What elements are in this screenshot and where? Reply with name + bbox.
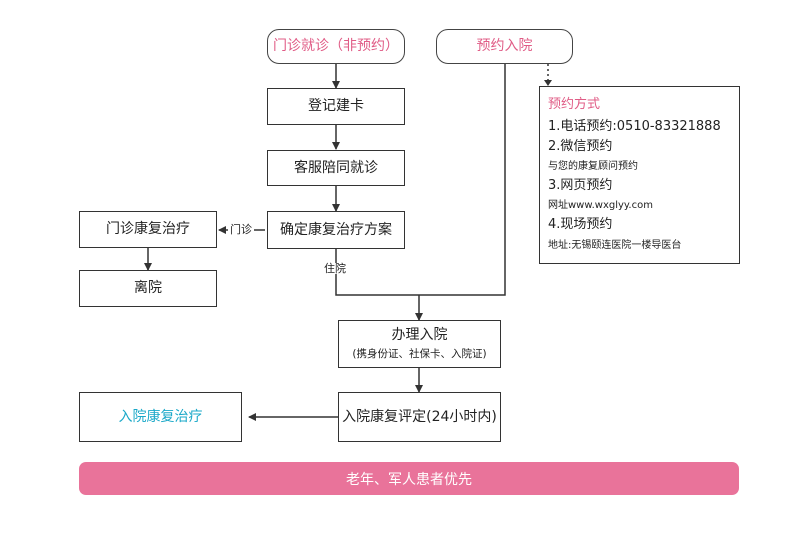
phone-appointment: 1.电话预约:0510-83321888 <box>548 119 721 134</box>
admission-assessment-node: 入院康复评定(24小时内) <box>338 392 501 442</box>
outpatient-edge-label: 门诊 <box>228 223 254 236</box>
determine-plan-node: 确定康复治疗方案 <box>267 211 405 249</box>
admission-documents-note: (携身份证、社保卡、入院证) <box>352 348 487 361</box>
admission-procedure-node: 办理入院 (携身份证、社保卡、入院证) <box>338 320 501 368</box>
web-appointment-note: 网址www.wxglyy.com <box>548 200 653 212</box>
line-plan-to-admission <box>335 249 419 296</box>
priority-banner: 老年、军人患者优先 <box>79 462 739 495</box>
inpatient-edge-label: 住院 <box>322 262 348 275</box>
discharge-node: 离院 <box>79 270 217 307</box>
wechat-appointment: 2.微信预约 <box>548 139 613 155</box>
line-appointment-to-admission <box>419 64 506 296</box>
escort-visit-node: 客服陪同就诊 <box>267 150 405 186</box>
appointment-methods-panel: 预约方式 1.电话预约:0510-83321888 2.微信预约 与您的康复顾问… <box>539 86 740 264</box>
register-card-node: 登记建卡 <box>267 88 405 125</box>
dotted-link-arrowhead <box>544 80 552 86</box>
appointment-methods-title: 预约方式 <box>548 97 601 112</box>
outpatient-rehab-node: 门诊康复治疗 <box>79 211 217 248</box>
wechat-appointment-note: 与您的康复顾问预约 <box>548 161 638 173</box>
admission-procedure-title: 办理入院 <box>391 327 448 344</box>
appointment-admission-node: 预约入院 <box>436 29 573 64</box>
onsite-appointment-note: 地址:无锡颐连医院一楼导医台 <box>548 239 682 251</box>
outpatient-visit-node: 门诊就诊（非预约） <box>267 29 405 64</box>
inpatient-rehab-node: 入院康复治疗 <box>79 392 242 442</box>
onsite-appointment: 4.现场预约 <box>548 217 613 233</box>
web-appointment: 3.网页预约 <box>548 178 613 194</box>
